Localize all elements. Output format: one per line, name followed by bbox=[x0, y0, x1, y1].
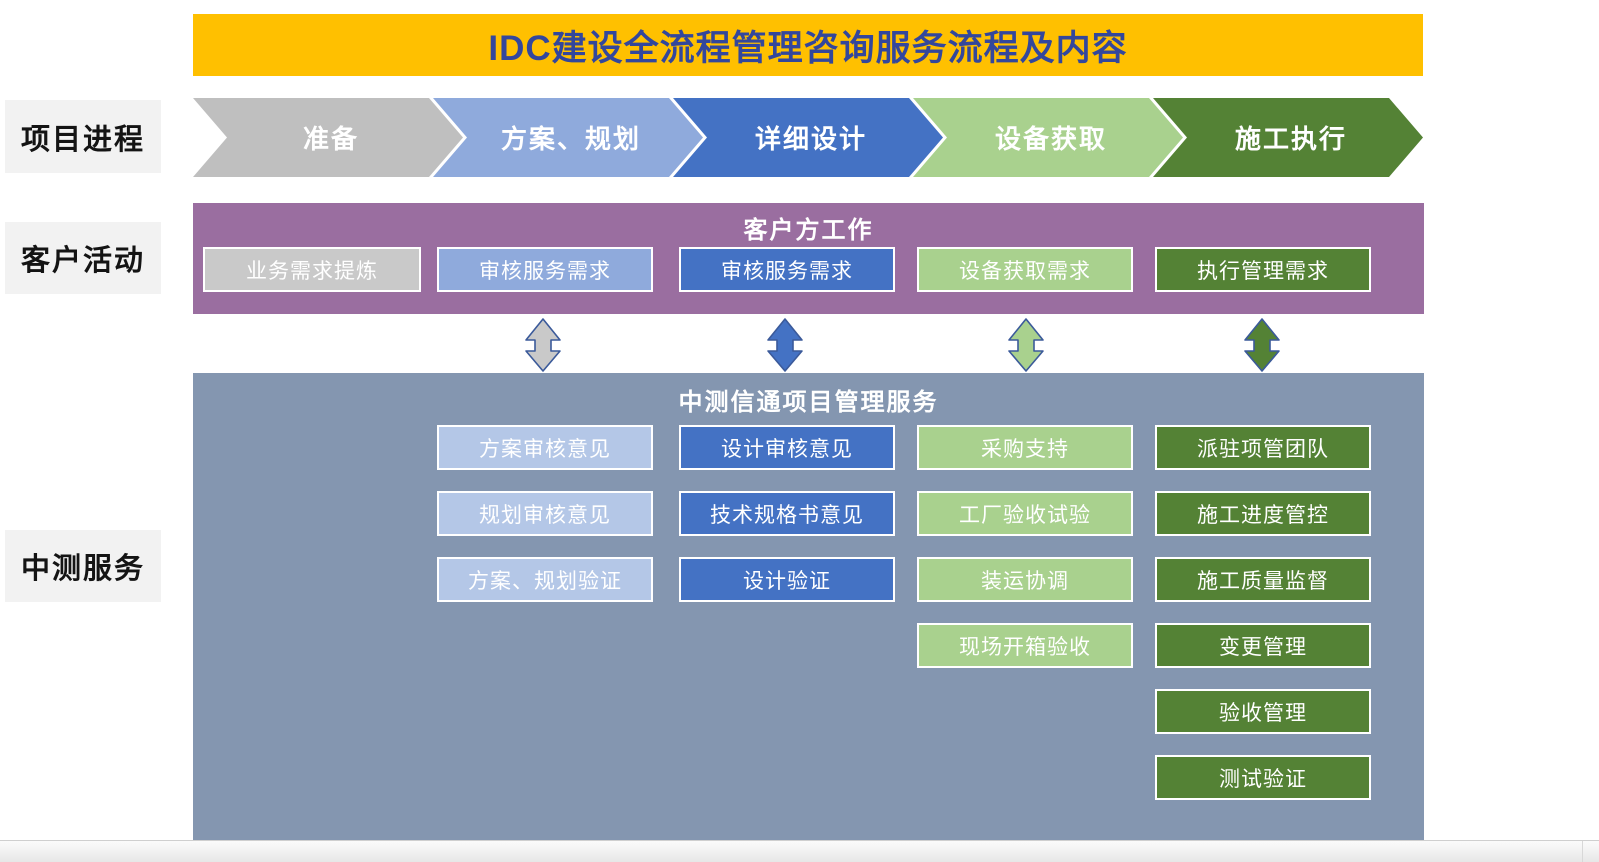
customer-activity-label: 设备获取需求 bbox=[959, 259, 1091, 283]
stage-chevron-label: 设备获取 bbox=[994, 124, 1107, 154]
customer-activity-label: 审核服务需求 bbox=[721, 259, 853, 283]
service-column: 方案审核意见规划审核意见方案、规划验证 bbox=[437, 425, 653, 602]
service-item-label: 现场开箱验收 bbox=[959, 635, 1091, 659]
service-item-box: 方案、规划验证 bbox=[437, 557, 653, 602]
row-label-zhongce-service: 中测服务 bbox=[5, 530, 161, 602]
service-item-box: 设计审核意见 bbox=[679, 425, 895, 470]
service-item-box: 规划审核意见 bbox=[437, 491, 653, 536]
service-item-label: 设计验证 bbox=[743, 569, 831, 593]
window-bottom-edge bbox=[0, 840, 1599, 862]
service-item-box: 设计验证 bbox=[679, 557, 895, 602]
stage-chevron: 施工执行 bbox=[1153, 98, 1423, 177]
stage-chevron: 设备获取 bbox=[913, 98, 1183, 177]
service-item-label: 方案审核意见 bbox=[479, 437, 611, 461]
service-item-box: 施工质量监督 bbox=[1155, 557, 1371, 602]
service-item-box: 方案审核意见 bbox=[437, 425, 653, 470]
customer-activity-box: 审核服务需求 bbox=[679, 247, 895, 292]
stage-chevron-label: 详细设计 bbox=[754, 124, 867, 154]
service-item-label: 方案、规划验证 bbox=[468, 569, 622, 593]
service-item-label: 派驻项管团队 bbox=[1197, 437, 1329, 461]
stage-chevron-label: 方案、规划 bbox=[500, 124, 641, 154]
service-item-label: 测试验证 bbox=[1219, 767, 1307, 791]
stage-chevron-label: 施工执行 bbox=[1234, 124, 1347, 154]
updown-arrow-icon bbox=[1244, 318, 1280, 372]
bottom-edge-divider bbox=[1582, 841, 1583, 862]
row-label-customer-activity: 客户活动 bbox=[5, 222, 161, 294]
stage-chevron: 方案、规划 bbox=[433, 98, 703, 177]
service-item-label: 规划审核意见 bbox=[479, 503, 611, 527]
service-item-label: 变更管理 bbox=[1219, 635, 1307, 659]
service-item-label: 设计审核意见 bbox=[721, 437, 853, 461]
stage-chevron-label: 准备 bbox=[302, 124, 359, 154]
page-title-text: IDC建设全流程管理咨询服务流程及内容 bbox=[488, 28, 1128, 68]
customer-activity-box: 业务需求提炼 bbox=[203, 247, 421, 292]
service-item-box: 工厂验收试验 bbox=[917, 491, 1133, 536]
service-panel-header: 中测信通项目管理服务 bbox=[678, 389, 939, 416]
service-item-label: 技术规格书意见 bbox=[710, 503, 864, 527]
customer-activity-label: 执行管理需求 bbox=[1197, 259, 1329, 283]
service-item-label: 装运协调 bbox=[981, 569, 1069, 593]
service-item-box: 派驻项管团队 bbox=[1155, 425, 1371, 470]
service-item-label: 施工质量监督 bbox=[1197, 569, 1329, 593]
row-label-text: 项目进程 bbox=[20, 123, 145, 156]
customer-activity-box: 审核服务需求 bbox=[437, 247, 653, 292]
service-item-label: 采购支持 bbox=[981, 437, 1069, 461]
customer-activity-label: 审核服务需求 bbox=[479, 259, 611, 283]
row-label-text: 客户活动 bbox=[20, 245, 145, 277]
service-item-label: 工厂验收试验 bbox=[959, 503, 1091, 527]
customer-activity-box: 设备获取需求 bbox=[917, 247, 1133, 292]
service-item-label: 施工进度管控 bbox=[1197, 503, 1329, 527]
customer-activity-box: 执行管理需求 bbox=[1155, 247, 1371, 292]
service-item-box: 施工进度管控 bbox=[1155, 491, 1371, 536]
updown-arrow-icon bbox=[1008, 318, 1044, 372]
service-item-box: 验收管理 bbox=[1155, 689, 1371, 734]
row-label-text: 中测服务 bbox=[20, 553, 145, 585]
stage-chevron: 准备 bbox=[193, 98, 463, 177]
service-column: 设计审核意见技术规格书意见设计验证 bbox=[679, 425, 895, 602]
customer-activity-label: 业务需求提炼 bbox=[246, 259, 378, 283]
stage-chevron: 详细设计 bbox=[673, 98, 943, 177]
service-panel: 中测信通项目管理服务 方案审核意见规划审核意见方案、规划验证设计审核意见技术规格… bbox=[193, 373, 1424, 840]
service-item-label: 验收管理 bbox=[1219, 701, 1307, 725]
customer-band-header: 客户方工作 bbox=[743, 217, 874, 244]
process-stage-row: 准备 方案、规划 详细设计 设备获取 施工执行 bbox=[193, 98, 1423, 177]
page-title: IDC建设全流程管理咨询服务流程及内容 bbox=[193, 14, 1423, 76]
service-item-box: 变更管理 bbox=[1155, 623, 1371, 668]
service-item-box: 测试验证 bbox=[1155, 755, 1371, 800]
service-item-box: 装运协调 bbox=[917, 557, 1133, 602]
service-column: 采购支持工厂验收试验装运协调现场开箱验收 bbox=[917, 425, 1133, 668]
service-column: 派驻项管团队施工进度管控施工质量监督变更管理验收管理测试验证 bbox=[1155, 425, 1371, 800]
service-item-box: 技术规格书意见 bbox=[679, 491, 895, 536]
updown-arrow-icon bbox=[767, 318, 803, 372]
row-label-project-progress: 项目进程 bbox=[5, 100, 161, 173]
updown-arrow-icon bbox=[525, 318, 561, 372]
service-item-box: 现场开箱验收 bbox=[917, 623, 1133, 668]
customer-work-band: 客户方工作 业务需求提炼 审核服务需求 审核服务需求 设备获取需求 执行管理需求 bbox=[193, 203, 1424, 314]
service-item-box: 采购支持 bbox=[917, 425, 1133, 470]
